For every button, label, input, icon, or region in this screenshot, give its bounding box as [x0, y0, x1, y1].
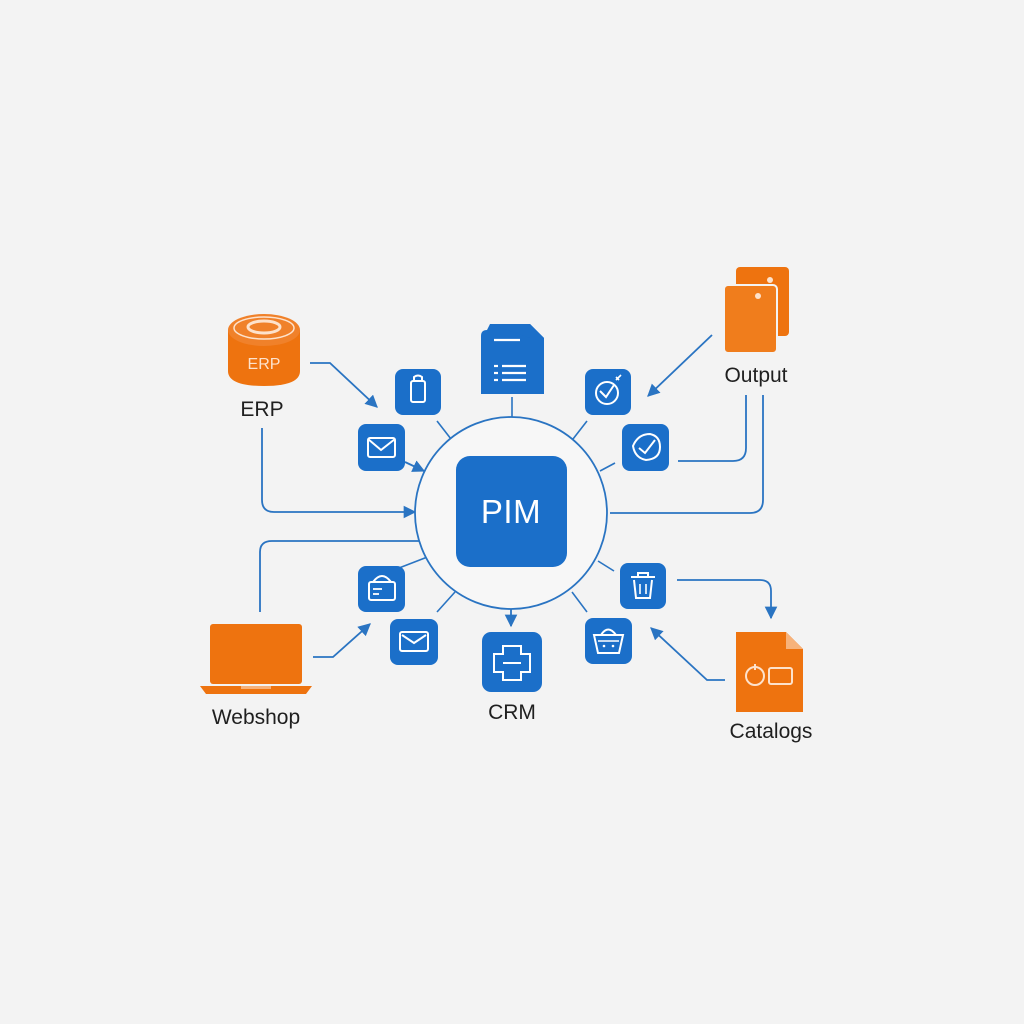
clipboard-icon[interactable] — [395, 369, 441, 415]
mail-icon[interactable] — [390, 619, 438, 665]
catalogs-label: Catalogs — [729, 720, 813, 743]
output-documents-icon[interactable] — [723, 267, 789, 354]
output-label: Output — [724, 364, 788, 387]
connectors — [259, 334, 778, 681]
pim-box[interactable] — [456, 456, 567, 567]
check-badge-icon[interactable] — [622, 424, 669, 471]
erp-badge-text: ERP — [247, 356, 281, 373]
catalogs-document-icon[interactable] — [736, 632, 803, 712]
clock-check-icon[interactable] — [585, 369, 631, 415]
crm-label: CRM — [488, 701, 536, 724]
erp-label: ERP — [240, 398, 284, 421]
document-icon[interactable] — [481, 324, 544, 394]
catalogs-to-basket-arrow — [650, 627, 725, 681]
basket-icon[interactable] — [585, 618, 632, 664]
output-to-check-line — [678, 395, 747, 462]
output-to-clock-arrow — [647, 334, 713, 397]
hub-label: PIM — [480, 493, 542, 530]
envelope-icon[interactable] — [358, 424, 405, 471]
card-icon[interactable] — [358, 566, 405, 612]
webshop-to-hub-line — [259, 540, 420, 612]
erp-database-icon[interactable] — [228, 314, 300, 386]
envelope-to-hub-arrow — [404, 460, 426, 472]
erp-to-clipboard-arrow — [310, 362, 378, 408]
crm-icon[interactable] — [482, 632, 542, 692]
webshop-to-card-arrow — [313, 623, 371, 658]
webshop-laptop-icon[interactable] — [200, 624, 312, 694]
trash-to-catalogs-arrow — [677, 579, 778, 620]
trash-icon[interactable] — [620, 563, 666, 609]
spokes — [398, 397, 616, 613]
webshop-label: Webshop — [211, 706, 301, 729]
output-to-hub-line — [610, 395, 764, 514]
erp-to-hub-arrow — [261, 428, 417, 519]
